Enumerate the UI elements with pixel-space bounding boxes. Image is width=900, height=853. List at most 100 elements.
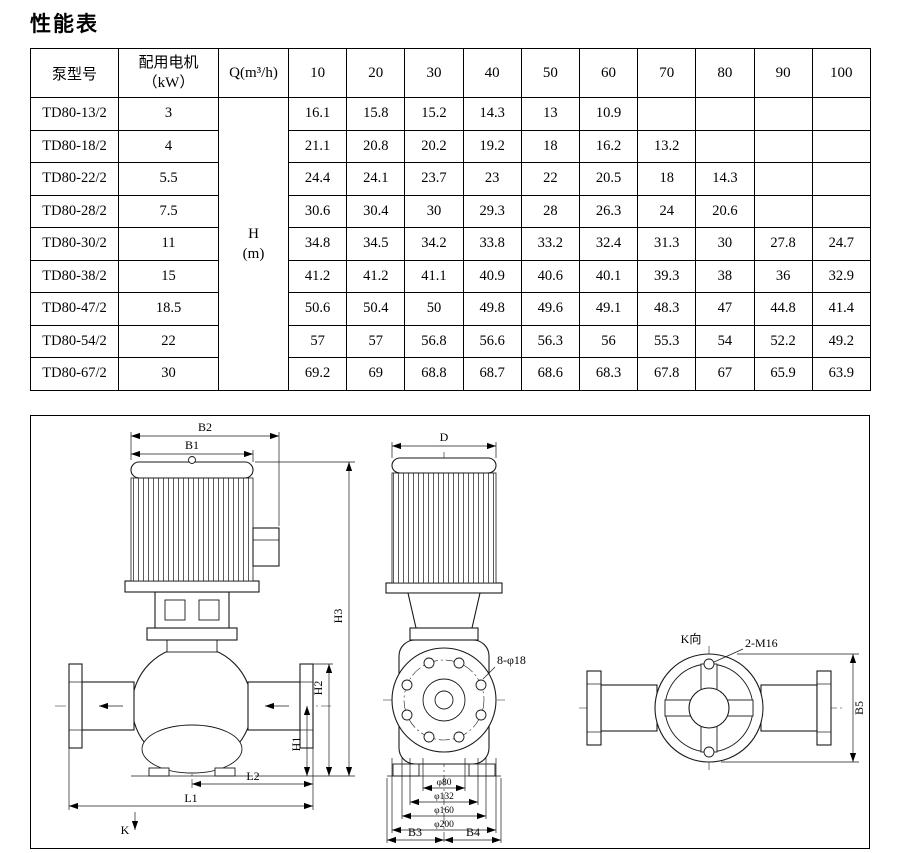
motor-fan-cover	[130, 460, 254, 479]
dim-label-phi160: φ160	[434, 806, 454, 816]
head-value: 41.2	[346, 259, 406, 293]
header-flow-90: 90	[753, 48, 813, 98]
head-value: 57	[346, 324, 406, 358]
head-value: 18	[520, 129, 580, 163]
head-value	[695, 97, 755, 131]
head-value: 34.5	[346, 227, 406, 261]
pipe-top-view	[600, 683, 658, 732]
head-value: 65.9	[753, 357, 813, 391]
head-value: 38	[695, 259, 755, 293]
head-value: 50.6	[287, 292, 348, 326]
pump-foot	[468, 763, 496, 776]
head-value: 41.2	[287, 259, 348, 293]
flange-top-view	[816, 669, 832, 746]
terminal-box	[252, 526, 280, 567]
pump-model: TD80-54/2	[30, 324, 119, 358]
casing-cover	[146, 626, 238, 641]
hub	[688, 686, 730, 729]
k-direction-view: K向 2-M16 B5	[579, 631, 866, 770]
head-value: 67	[695, 357, 755, 391]
pump-foot	[148, 767, 170, 776]
bolt-hole	[453, 731, 465, 742]
head-value: 30.6	[287, 194, 348, 228]
head-value: 50	[404, 292, 464, 326]
head-value: 14.3	[462, 97, 522, 131]
head-value: 26.3	[578, 194, 639, 228]
head-value: 41.4	[811, 292, 871, 326]
head-value: 49.2	[811, 324, 871, 358]
pump-model: TD80-18/2	[30, 129, 119, 163]
head-value: 56.6	[462, 324, 522, 358]
head-value: 16.2	[578, 129, 639, 163]
dim-label-h2: H2	[311, 680, 325, 695]
head-value	[753, 129, 813, 163]
head-value: 22	[520, 162, 580, 196]
head-value: 19.2	[462, 129, 522, 163]
head-value: 39.3	[637, 259, 697, 293]
pump-model: TD80-67/2	[30, 357, 119, 391]
head-value: 34.8	[287, 227, 348, 261]
motor-power: 7.5	[118, 194, 219, 228]
casing-cover	[409, 626, 479, 641]
head-value: 24.4	[287, 162, 348, 196]
pump-outline-drawing: B2 B1 H3 H2 H1 L2	[55, 420, 866, 843]
side-view: B2 B1 H3 H2 H1 L2	[55, 420, 355, 837]
dim-label-b5: B5	[852, 700, 866, 714]
dim-label-phi18: 8-φ18	[497, 653, 526, 667]
head-value: 10.9	[578, 97, 639, 131]
dimension-drawing: B2 B1 H3 H2 H1 L2	[30, 414, 870, 849]
k-view-label: K向	[681, 631, 702, 646]
head-value: 55.3	[637, 324, 697, 358]
motor-power: 5.5	[118, 162, 219, 196]
head-value: 44.8	[753, 292, 813, 326]
head-value: 50.4	[346, 292, 406, 326]
head-value	[811, 97, 871, 131]
head-value: 49.6	[520, 292, 580, 326]
head-value: 57	[287, 324, 348, 358]
motor-power: 3	[118, 97, 219, 131]
header-flow-30: 30	[404, 48, 464, 98]
bolt-hole	[453, 657, 465, 668]
pump-foot	[392, 763, 420, 776]
head-value: 54	[695, 324, 755, 358]
header-flow-10: 10	[287, 48, 348, 98]
head-value: 15.2	[404, 97, 464, 131]
head-value: 33.8	[462, 227, 522, 261]
dim-label-phi132: φ132	[434, 792, 454, 802]
dim-label-b2: B2	[198, 420, 212, 434]
bolt-hole	[401, 709, 413, 720]
dim-label-m16: 2-M16	[745, 636, 778, 650]
header-motor-power-line2: （kW）	[142, 75, 195, 91]
head-value: 68.6	[520, 357, 580, 391]
bolt-hole	[401, 679, 413, 690]
head-value	[753, 97, 813, 131]
header-flow-70: 70	[637, 48, 697, 98]
header-flow-50: 50	[520, 48, 580, 98]
head-value: 30.4	[346, 194, 406, 228]
head-value: 34.2	[404, 227, 464, 261]
pump-model: TD80-47/2	[30, 292, 119, 326]
motor-body	[130, 477, 254, 581]
header-flow: Q(m³/h)	[218, 48, 289, 98]
head-value	[811, 162, 871, 196]
head-value: 40.6	[520, 259, 580, 293]
bolt-hole	[423, 657, 435, 668]
head-value	[811, 129, 871, 163]
head-value: 23	[462, 162, 522, 196]
head-value: 68.7	[462, 357, 522, 391]
head-value: 69	[346, 357, 406, 391]
head-value: 40.9	[462, 259, 522, 293]
bolt-circle	[403, 659, 485, 740]
motor-stool	[407, 591, 481, 629]
suction-flange	[68, 662, 83, 749]
head-value: 48.3	[637, 292, 697, 326]
head-value: 20.8	[346, 129, 406, 163]
bolt-hole	[423, 731, 435, 742]
head-value: 68.8	[404, 357, 464, 391]
head-value: 21.1	[287, 129, 348, 163]
head-value: 33.2	[520, 227, 580, 261]
tapped-hole-m16	[703, 746, 715, 757]
